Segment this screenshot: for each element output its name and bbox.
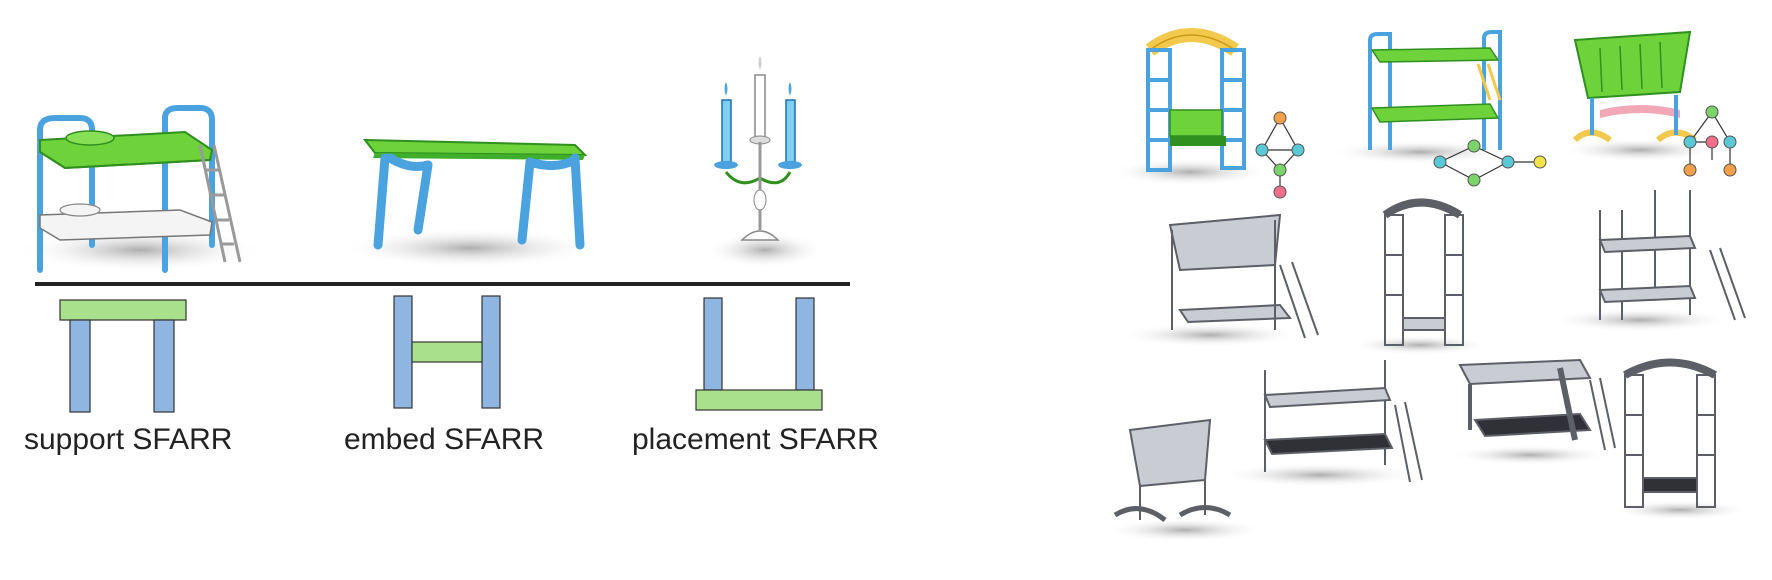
- cradle-colored: [1560, 30, 1720, 162]
- table-illustration: [340, 138, 600, 268]
- embed-sfarr-caption: embed SFARR: [344, 423, 545, 456]
- gray-bunk-2: [1220, 360, 1423, 487]
- bunk-bed-illustration: [15, 105, 265, 273]
- bunk-bed-colored: [1330, 30, 1510, 164]
- placement-sfarr-caption: placement SFARR: [632, 423, 879, 456]
- support-sfarr-caption: support SFARR: [24, 423, 233, 456]
- gray-loft-bed: [1450, 358, 1616, 465]
- candelabra-illustration: [705, 56, 825, 268]
- gray-arbor-2: [1610, 358, 1750, 520]
- bunk-bed-graph: [1433, 139, 1547, 187]
- gray-bunk-ladder-1: [1550, 190, 1746, 332]
- gray-cradle-2: [1105, 418, 1265, 542]
- support-sfarr-diagram: [59, 299, 187, 413]
- arbor-bench-colored: [1110, 28, 1270, 186]
- gray-cradle-bunk-1: [1120, 213, 1319, 347]
- placement-sfarr-diagram: [695, 297, 823, 411]
- gray-arbor-1: [1350, 198, 1490, 355]
- embed-sfarr-diagram: [393, 295, 501, 409]
- cradle-graph: [1683, 105, 1737, 177]
- arbor-graph: [1255, 111, 1305, 199]
